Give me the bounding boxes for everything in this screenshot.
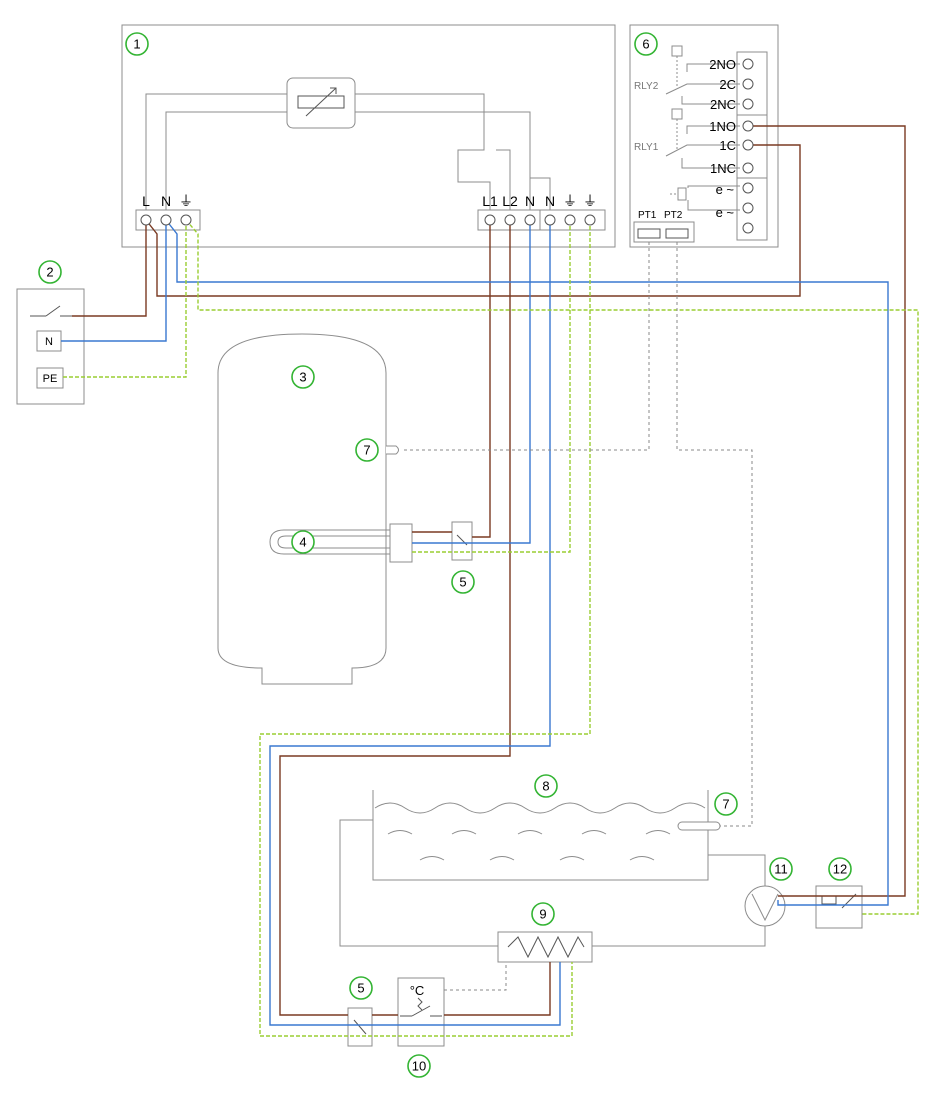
relay-circuit-lines (665, 45, 740, 211)
earth-wires (63, 219, 919, 1037)
terminal-screws (140, 58, 754, 234)
callout-badge: 2 (38, 260, 62, 284)
tank-sensor (677, 821, 721, 831)
callout-badge: 6 (634, 32, 658, 56)
controller-internal-wiring (145, 93, 551, 210)
callout-badge: 9 (531, 902, 555, 926)
svg-text:7: 7 (363, 443, 370, 458)
isolator-pe-box (36, 367, 64, 389)
heat-exchanger (497, 931, 593, 963)
spur-switch-upper (451, 521, 473, 561)
relay-terminal-label: 2NC (710, 97, 736, 112)
callout-badge: 7 (355, 438, 379, 462)
pt1-label: PT1 (638, 210, 657, 221)
svg-text:4: 4 (299, 535, 306, 550)
immersion-heater (269, 529, 390, 555)
thermal-store-tank (372, 790, 709, 881)
relay-terminal-label: 2C (719, 77, 736, 92)
neutral-wires (61, 219, 889, 1026)
callout-badge: 11 (769, 857, 793, 881)
svg-text:7: 7 (722, 797, 729, 812)
circulating-pump (744, 885, 786, 927)
svg-text:8: 8 (542, 779, 549, 794)
isolator-box (16, 288, 85, 405)
svg-text:2: 2 (46, 265, 53, 280)
callout-badge: 12 (828, 857, 852, 881)
relay-terminal-label: e ~ (716, 205, 735, 220)
heat-exchanger-element-icon (507, 935, 585, 959)
callout-badge: 3 (291, 365, 315, 389)
isolator-switch-icon (30, 305, 72, 317)
relay-board (629, 24, 779, 248)
isolator-n-label: N (45, 336, 53, 348)
callout-badge: 4 (291, 530, 315, 554)
svg-text:6: 6 (642, 37, 649, 52)
callout-badge: 8 (534, 774, 558, 798)
room-thermostat (397, 977, 445, 1047)
callout-badge: 7 (714, 792, 738, 816)
relay-terminal-label: 1NC (710, 161, 736, 176)
thermostat-switch-icon (400, 997, 442, 1017)
svg-text:11: 11 (774, 862, 788, 877)
relay-terminal-label: e ~ (716, 182, 735, 197)
rly2-label: RLY2 (634, 81, 659, 92)
live-wires (72, 125, 906, 1016)
variable-resistor (286, 77, 356, 129)
tank-water-waves (374, 802, 706, 861)
heating-pipework (339, 819, 766, 947)
earth-symbol-icon: ⏚ (179, 193, 193, 209)
output-terminal-label: L2 (502, 193, 518, 209)
thermostat-unit-label: °C (410, 983, 425, 998)
output-terminal-label: N (545, 193, 555, 209)
output-terminal-label: N (525, 193, 535, 209)
relay-terminal-label: 1C (719, 138, 736, 153)
pump-spur-switch (815, 885, 863, 929)
pump-icon (751, 893, 779, 922)
relay-terminal-label: 2NO (709, 57, 736, 72)
svg-text:3: 3 (299, 370, 306, 385)
svg-text:5: 5 (357, 981, 364, 996)
svg-text:9: 9 (539, 907, 546, 922)
svg-text:10: 10 (412, 1059, 426, 1074)
variable-resistor-icon (297, 87, 345, 117)
immersion-heater-head (389, 523, 413, 563)
supply-terminal-label: L (142, 193, 150, 209)
earth-symbol-icon: ⏚ (583, 193, 597, 209)
cylinder-sensor (386, 445, 399, 455)
pt2-label: PT2 (664, 210, 683, 221)
callout-badge: 5 (349, 976, 373, 1000)
rly1-label: RLY1 (634, 142, 659, 153)
output-terminal-label: L1 (482, 193, 498, 209)
isolator-pe-label: PE (43, 373, 58, 385)
supply-terminal-label: N (161, 193, 171, 209)
earth-symbol-icon: ⏚ (563, 193, 577, 209)
hot-water-cylinder (217, 333, 387, 685)
callout-badge: 10 (407, 1054, 431, 1078)
svg-text:12: 12 (833, 862, 847, 877)
callout-badge: 5 (451, 570, 475, 594)
callout-badge: 1 (125, 32, 149, 56)
svg-text:1: 1 (133, 37, 140, 52)
svg-text:5: 5 (459, 575, 466, 590)
sensor-wires (401, 242, 753, 991)
controller-box (121, 24, 616, 248)
relay-terminal-label: 1NO (709, 119, 736, 134)
